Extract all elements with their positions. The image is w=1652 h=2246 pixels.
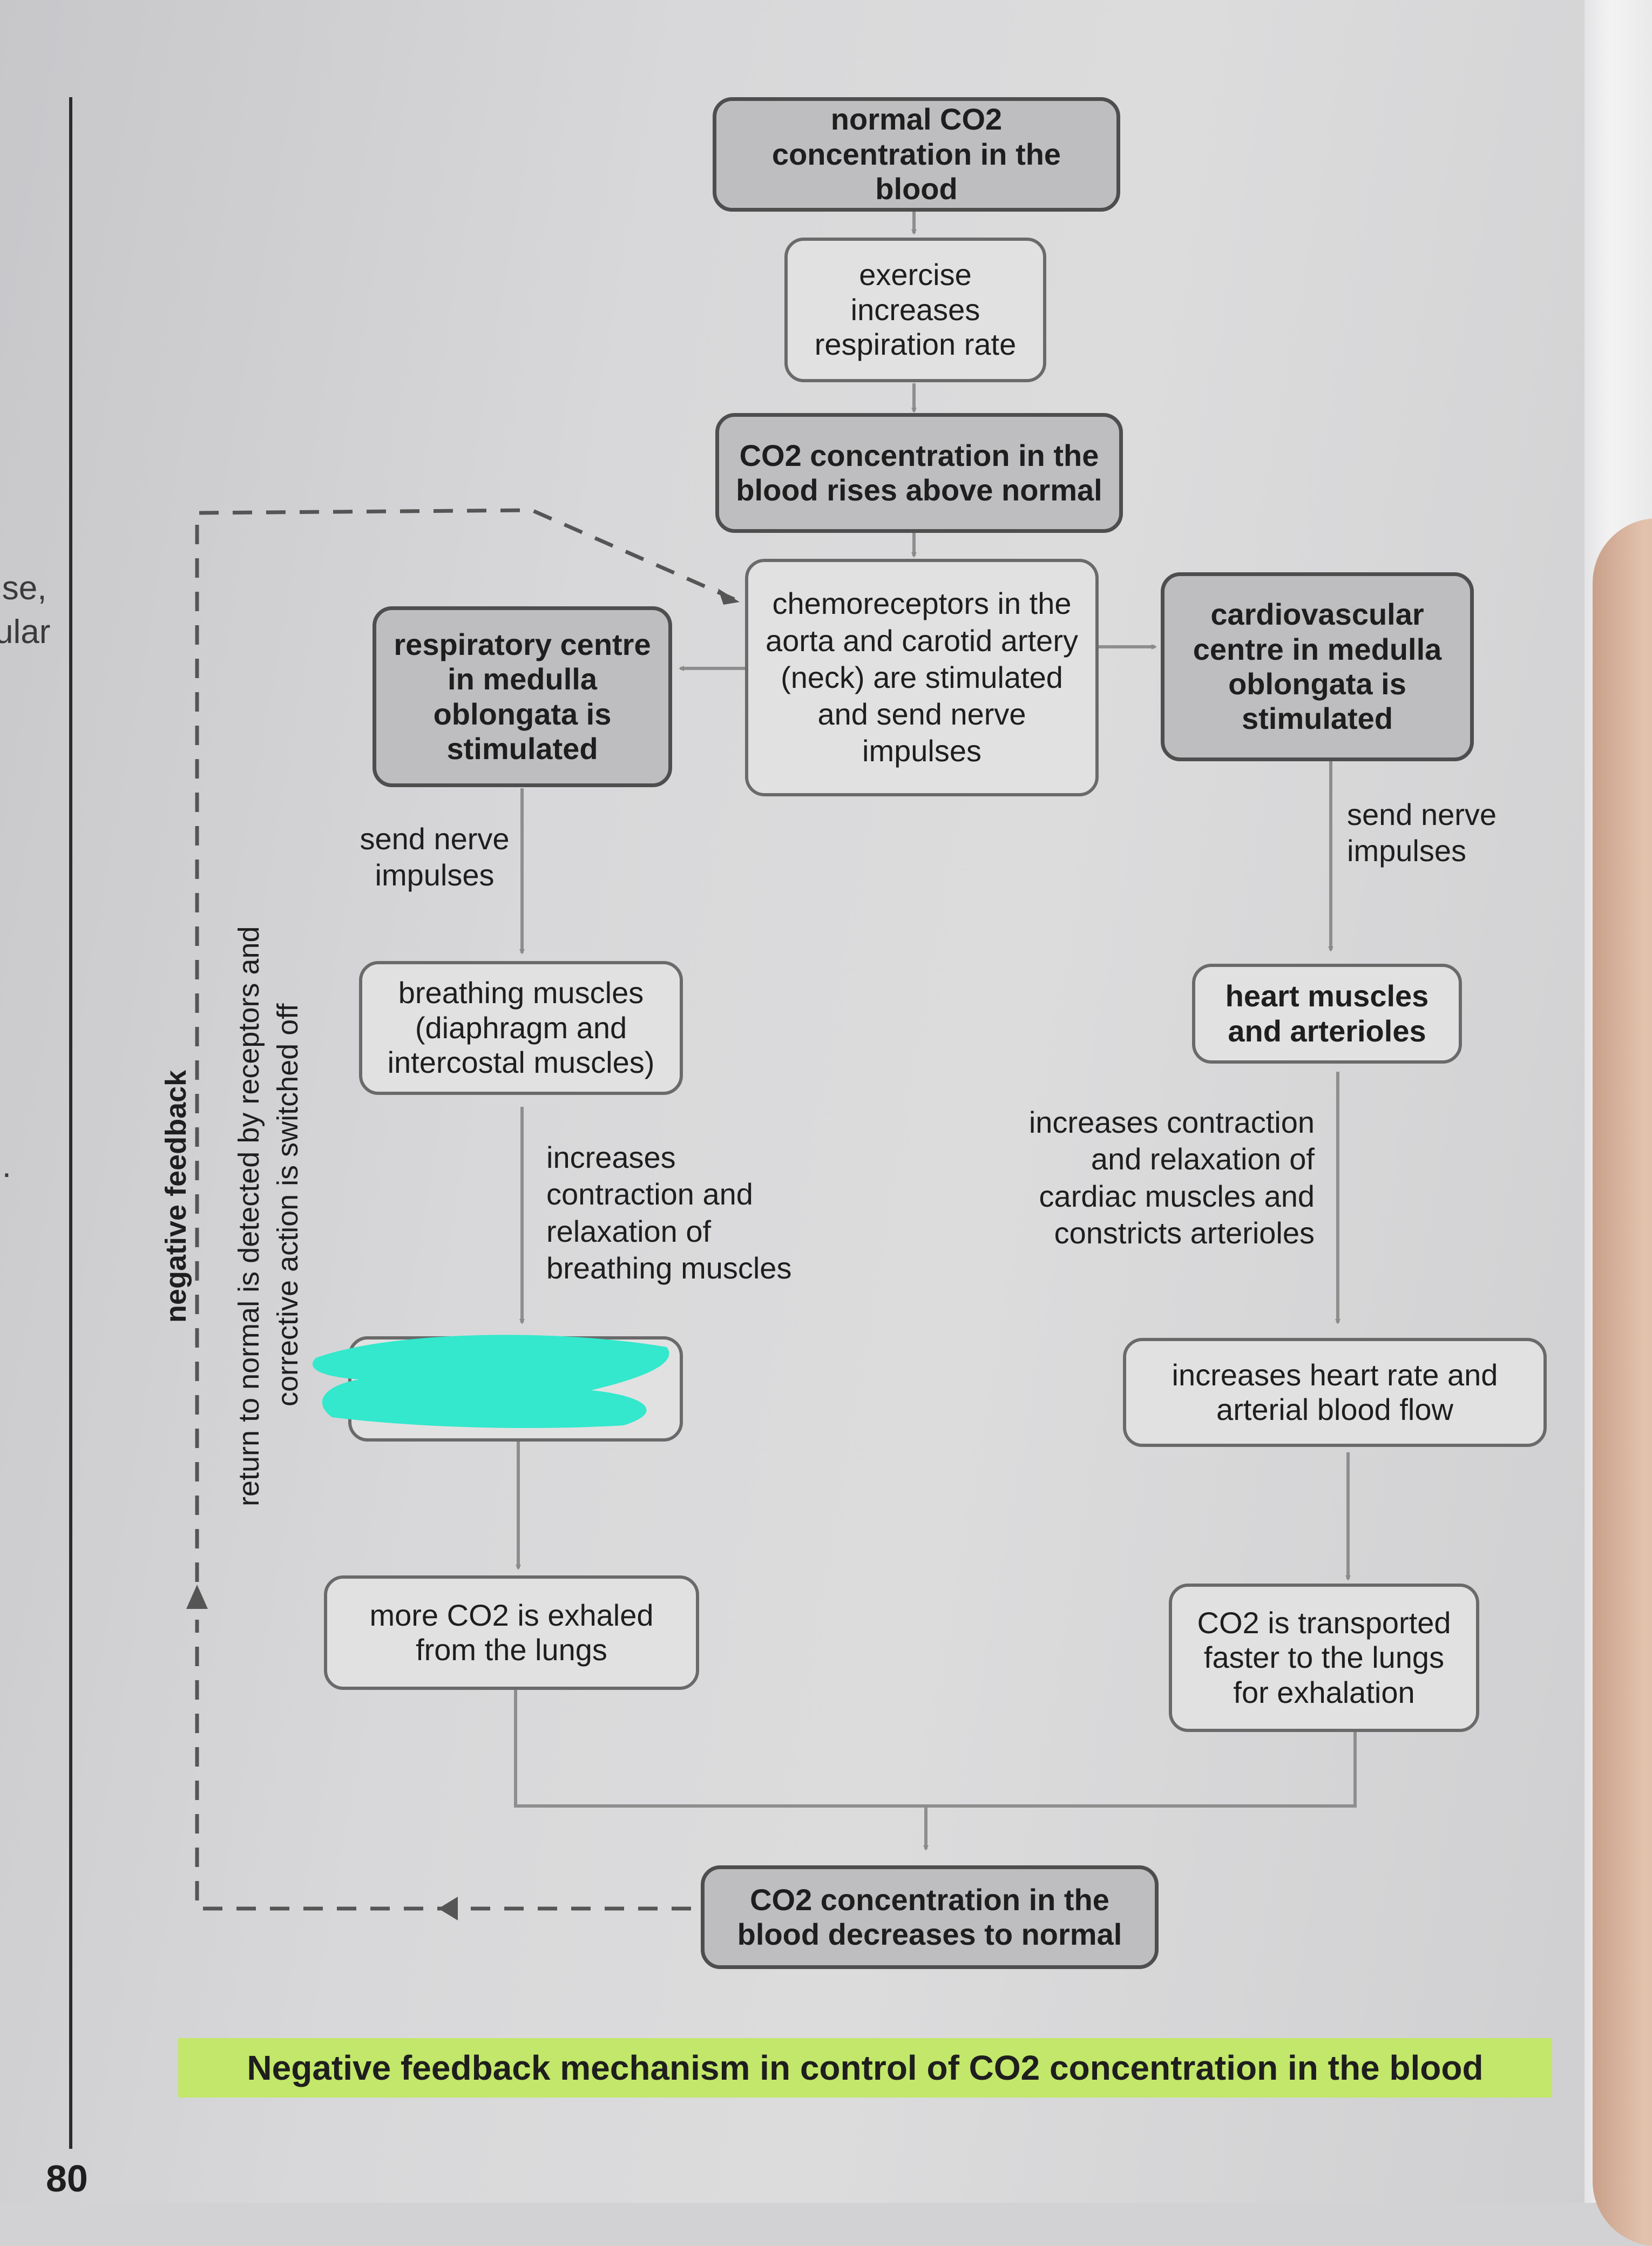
- box-more-co2-exhaled: more CO2 is exhaled from the lungs: [324, 1575, 699, 1690]
- feedback-dashed-bottom: [195, 1620, 691, 1911]
- return-to-normal-label-2: corrective action is switched off: [272, 1003, 304, 1406]
- thumb: [1593, 518, 1652, 2246]
- redaction-marks: [312, 1335, 669, 1428]
- merge-line: [514, 1687, 1357, 1808]
- box-respiratory-centre: respiratory centre in medulla oblongata …: [373, 606, 672, 787]
- box-heart-rate: increases heart rate and arterial blood …: [1123, 1338, 1547, 1447]
- box-chemoreceptors: chemoreceptors in the aorta and carotid …: [745, 559, 1099, 796]
- margin-fragment-1: ise, ular: [0, 570, 51, 651]
- box-cardiovascular-centre: cardiovascular centre in medulla oblonga…: [1161, 572, 1474, 761]
- page-number: 80: [46, 2157, 88, 2200]
- label-breathing-effect: increases contraction and relaxation of …: [546, 1140, 792, 1285]
- margin-line: [69, 97, 72, 2149]
- figure-caption: Negative feedback mechanism in control o…: [178, 2038, 1552, 2098]
- box-normal-co2: normal CO2 concentration in the blood: [713, 97, 1120, 212]
- negative-feedback-label: negative feedback: [160, 1070, 192, 1323]
- feedback-dashed-top: [195, 508, 735, 1582]
- label-send-nerve-right: send nerve impulses: [1347, 797, 1497, 868]
- box-breathing-muscles: breathing muscles (diaphragm and interco…: [359, 961, 683, 1095]
- box-heart-muscles: heart muscles and arterioles: [1192, 964, 1462, 1064]
- box-co2-rises: CO2 concentration in the blood rises abo…: [715, 413, 1123, 533]
- label-cardiac-effect: increases contraction and relaxation of …: [1028, 1105, 1315, 1250]
- margin-fragment-2: l.: [0, 1147, 11, 1185]
- return-to-normal-label-1: return to normal is detected by receptor…: [233, 926, 265, 1506]
- box-co2-transported: CO2 is transported faster to the lungs f…: [1169, 1584, 1479, 1732]
- box-exercise: exercise increases respiration rate: [784, 238, 1046, 382]
- box-co2-decreases: CO2 concentration in the blood decreases…: [701, 1865, 1159, 1969]
- label-send-nerve-left: send nerve impulses: [360, 822, 510, 892]
